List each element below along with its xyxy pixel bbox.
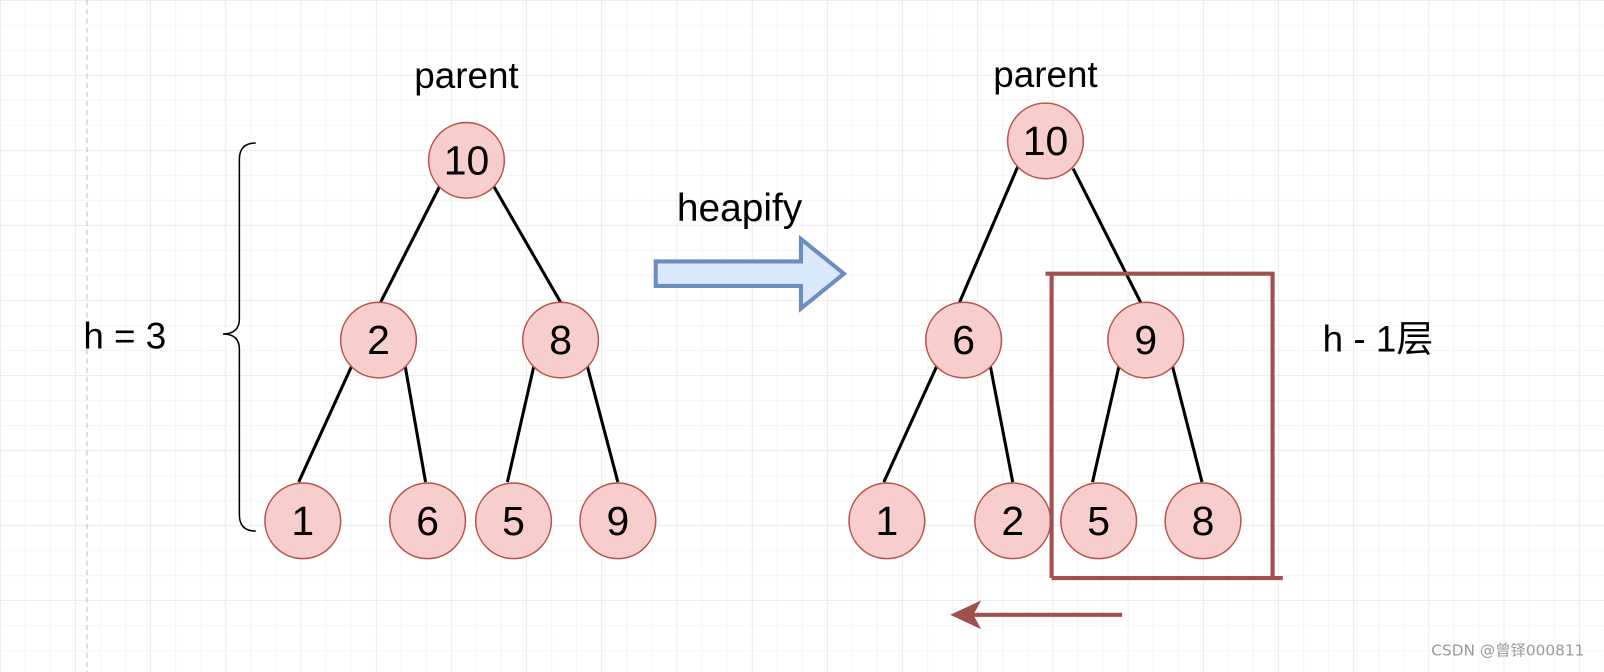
node-circle <box>264 482 342 560</box>
right-edge-root-l <box>958 165 1020 303</box>
right-node-rl: 5 <box>1060 482 1138 560</box>
node-value: 9 <box>1134 317 1157 363</box>
arrow-head <box>950 600 982 630</box>
node-value: 10 <box>444 137 490 183</box>
right-node-lr: 2 <box>974 482 1052 560</box>
node-circle <box>925 301 1003 379</box>
left-edge-root-l <box>379 185 442 303</box>
node-circle <box>1164 482 1242 560</box>
subtree-height-label: h - 1层 <box>1323 319 1433 360</box>
right-node-root: 10 <box>1006 102 1085 180</box>
left-node-lr: 6 <box>388 482 467 560</box>
node-circle <box>1006 102 1085 180</box>
node-value: 1 <box>291 498 314 544</box>
node-value: 8 <box>549 317 572 363</box>
node-value: 5 <box>1087 498 1110 544</box>
left-parent-label: parent <box>414 55 518 96</box>
node-value: 2 <box>1001 498 1024 544</box>
watermark: CSDN @曾铎000811 <box>1431 642 1584 660</box>
right-node-ll: 1 <box>848 482 926 560</box>
left-node-root: 10 <box>427 121 506 199</box>
left-edge-root-r <box>492 186 562 304</box>
left-node-ll: 1 <box>264 482 342 560</box>
right-edge-l-ll <box>882 364 939 483</box>
subtree-highlight-box <box>1045 271 1283 581</box>
height-curly-brace <box>222 142 256 532</box>
heapify-label: heapify <box>677 187 803 230</box>
left-edge-l-ll <box>297 364 354 483</box>
left-edge-r-rl <box>505 365 536 483</box>
node-value: 2 <box>367 317 390 363</box>
right-node-r: 9 <box>1107 301 1185 379</box>
left-direction-arrow <box>950 600 1123 630</box>
node-circle <box>388 482 467 560</box>
node-value: 6 <box>952 317 975 363</box>
left-node-r: 8 <box>521 301 600 379</box>
left-edge-l-lr <box>403 365 428 483</box>
node-value: 5 <box>502 498 525 544</box>
right-edge-r-rl <box>1091 365 1121 483</box>
left-tree: parent 10 2 8 1 6 5 <box>264 55 657 560</box>
left-node-rl: 5 <box>474 482 553 560</box>
node-value: 9 <box>606 498 629 544</box>
right-node-rr: 8 <box>1164 482 1242 560</box>
right-edge-r-rr <box>1170 365 1204 483</box>
node-circle <box>848 482 926 560</box>
right-node-l: 6 <box>925 301 1003 379</box>
right-tree: parent 10 6 9 1 2 5 <box>848 54 1242 560</box>
node-circle <box>521 301 600 379</box>
node-circle <box>339 301 418 379</box>
node-circle <box>1107 301 1185 379</box>
right-parent-label: parent <box>993 54 1097 95</box>
height-label: h = 3 <box>83 316 166 357</box>
right-edge-root-r <box>1071 167 1142 303</box>
left-node-rr: 9 <box>579 482 657 560</box>
node-circle <box>1060 482 1138 560</box>
node-circle <box>427 121 506 199</box>
right-edge-l-lr <box>988 365 1015 483</box>
node-value: 6 <box>416 498 439 544</box>
left-edge-r-rr <box>585 365 620 483</box>
node-value: 1 <box>876 498 899 544</box>
node-value: 8 <box>1192 498 1215 544</box>
heapify-arrow <box>653 234 848 313</box>
node-circle <box>474 482 553 560</box>
node-circle <box>579 482 657 560</box>
left-node-l: 2 <box>339 301 418 379</box>
node-value: 10 <box>1023 118 1069 164</box>
